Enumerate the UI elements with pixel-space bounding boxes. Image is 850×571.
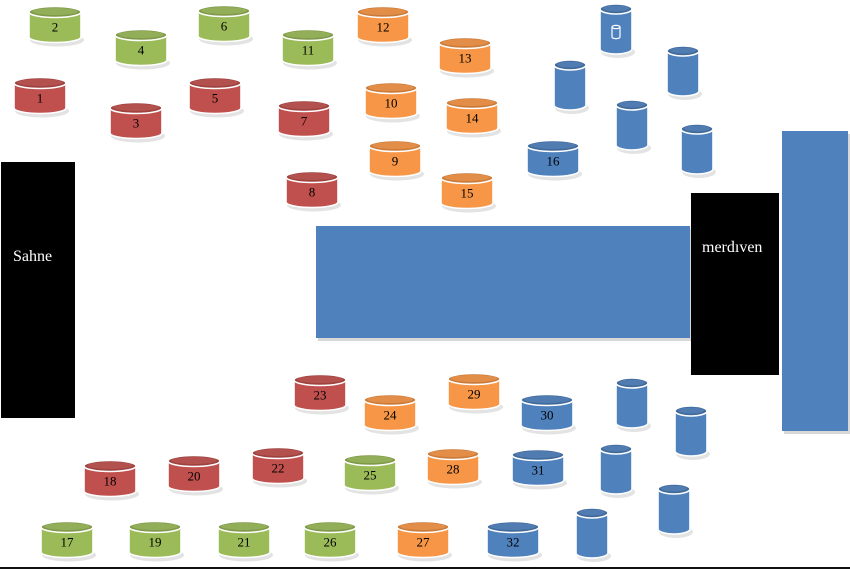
table-number: 3 (133, 116, 140, 131)
table-number: 9 (392, 154, 399, 169)
table-2: 2 (28, 5, 84, 47)
table-number: 7 (301, 114, 308, 129)
tall-table (615, 377, 651, 432)
table-number: 13 (459, 51, 472, 66)
table-31: 31 (511, 448, 567, 490)
table-number: 8 (309, 185, 316, 200)
table-number: 6 (221, 19, 228, 34)
table-number: 30 (541, 408, 554, 423)
table-30: 30 (520, 393, 576, 435)
table-number: 22 (272, 461, 285, 476)
table-24: 24 (363, 393, 419, 435)
table-23: 23 (293, 373, 349, 415)
table-number: 15 (461, 186, 474, 201)
table-number: 21 (238, 535, 251, 550)
table-6: 6 (197, 4, 253, 46)
table-1: 1 (13, 76, 69, 118)
table-22: 22 (251, 446, 307, 488)
table-3: 3 (109, 101, 165, 143)
table-number: 25 (364, 468, 377, 483)
central-block (316, 226, 690, 338)
table-32: 32 (486, 520, 542, 562)
table-5: 5 (188, 76, 244, 118)
table-4: 4 (114, 28, 170, 70)
table-number: 27 (417, 535, 431, 550)
table-16: 16 (526, 139, 582, 181)
table-17: 17 (40, 520, 96, 562)
tall-table (657, 483, 693, 538)
table-number: 12 (377, 20, 390, 35)
table-number: 19 (149, 535, 162, 550)
table-26: 26 (303, 520, 359, 562)
table-number: 16 (547, 154, 561, 169)
floor-line (0, 567, 850, 569)
tall-table (674, 405, 710, 460)
table-number: 29 (468, 387, 481, 402)
table-number: 23 (314, 388, 327, 403)
stage-block: Sahne (1, 162, 75, 418)
table-number: 28 (447, 462, 460, 477)
right-block (782, 131, 848, 431)
tall-table (615, 99, 651, 154)
table-21: 21 (217, 520, 273, 562)
tall-table (680, 123, 716, 178)
table-7: 7 (277, 99, 333, 141)
table-number: 2 (52, 20, 59, 35)
table-28: 28 (426, 447, 482, 489)
table-number: 10 (385, 96, 398, 111)
table-13: 13 (438, 36, 494, 78)
table-number: 32 (507, 535, 520, 550)
table-10: 10 (364, 81, 420, 123)
table-9: 9 (368, 139, 424, 181)
table-number: 11 (302, 43, 315, 58)
table-27: 27 (396, 520, 452, 562)
table-20: 20 (167, 454, 223, 496)
database-icon (611, 24, 621, 40)
table-8: 8 (285, 170, 341, 212)
table-number: 17 (61, 535, 75, 550)
table-11: 11 (281, 28, 337, 70)
tall-table (599, 443, 635, 498)
tall-table (666, 45, 702, 100)
table-14: 14 (445, 96, 501, 138)
stage-label: Sahne (13, 248, 53, 265)
table-number: 31 (532, 463, 545, 478)
table-19: 19 (128, 520, 184, 562)
tall-table (599, 3, 635, 58)
table-number: 1 (37, 91, 44, 106)
table-25: 25 (343, 453, 399, 495)
table-number: 5 (212, 91, 219, 106)
table-29: 29 (447, 372, 503, 414)
table-number: 24 (384, 408, 398, 423)
table-12: 12 (356, 5, 412, 47)
tall-table (553, 59, 589, 114)
table-15: 15 (440, 171, 496, 213)
tall-table (575, 507, 611, 562)
table-18: 18 (83, 459, 139, 501)
stairs-block: merdıven (691, 193, 779, 375)
table-number: 4 (138, 43, 145, 58)
stairs-label: merdıven (702, 239, 763, 256)
table-number: 14 (466, 111, 480, 126)
table-number: 18 (104, 474, 117, 489)
table-number: 26 (324, 535, 338, 550)
table-number: 20 (188, 469, 201, 484)
